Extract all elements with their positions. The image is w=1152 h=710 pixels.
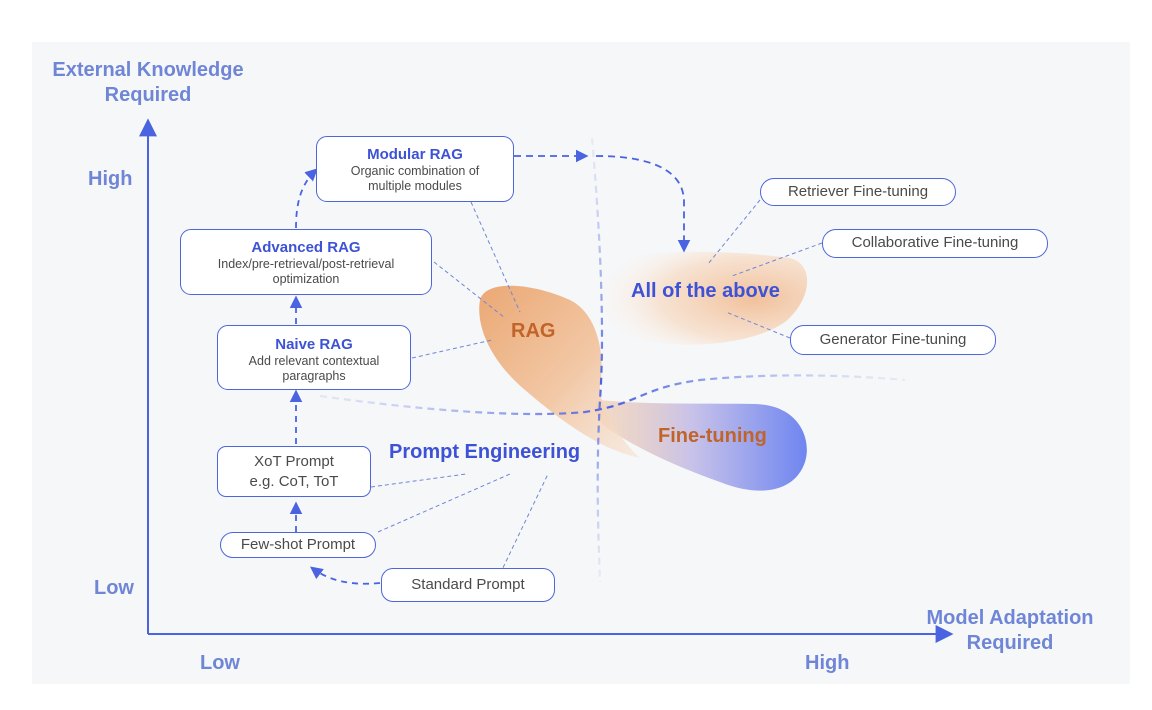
modular-rag-desc-line1: Organic combination of xyxy=(350,164,480,178)
standard-prompt-box: Standard Prompt xyxy=(381,568,555,602)
advanced-rag-desc-line1: Index/pre-retrieval/post-retrieval xyxy=(217,257,395,271)
naive-rag-desc-line2: paragraphs xyxy=(282,369,346,383)
collaborative-fine-tuning-box: Collaborative Fine-tuning xyxy=(822,229,1048,258)
fine-tuning-blob xyxy=(594,400,807,491)
arrow-advanced-to-modular xyxy=(295,168,318,229)
modular-rag-title: Modular RAG xyxy=(367,146,463,163)
x-axis-high-label: High xyxy=(805,652,850,674)
axes xyxy=(139,118,954,643)
naive-rag-title: Naive RAG xyxy=(275,336,353,353)
rag-region-label: RAG xyxy=(511,320,556,342)
prompt-engineering-label: Prompt Engineering xyxy=(389,441,581,463)
x-axis-low-label: Low xyxy=(200,652,240,674)
xot-prompt-line1: XoT Prompt xyxy=(254,453,334,470)
x-axis-title-line1: Model Adaptation xyxy=(926,607,1094,629)
all-of-the-above-blob xyxy=(596,251,808,345)
arrow-standard-to-fewshot xyxy=(309,566,381,585)
generator-fine-tuning-box: Generator Fine-tuning xyxy=(790,325,996,355)
x-axis-title: Model Adaptation Required xyxy=(910,606,1110,656)
naive-rag-desc-line1: Add relevant contextual xyxy=(248,354,380,368)
naive-rag-box: Naive RAG Add relevant contextual paragr… xyxy=(217,325,411,390)
y-axis-low-label: Low xyxy=(94,577,134,599)
x-axis-title-line2: Required xyxy=(966,632,1054,654)
fine-tuning-region-label: Fine-tuning xyxy=(658,425,767,447)
advanced-rag-box: Advanced RAG Index/pre-retrieval/post-re… xyxy=(180,229,432,295)
connector-lines xyxy=(370,199,823,575)
all-of-the-above-label: All of the above xyxy=(631,280,780,302)
y-axis-title-line2: Required xyxy=(104,84,192,106)
few-shot-prompt-box: Few-shot Prompt xyxy=(220,532,376,558)
modular-rag-box: Modular RAG Organic combination of multi… xyxy=(316,136,514,202)
arrow-to-all-above xyxy=(595,155,691,253)
xot-prompt-box: XoT Prompt e.g. CoT, ToT xyxy=(217,446,371,497)
modular-rag-desc-line2: multiple modules xyxy=(368,179,462,193)
advanced-rag-title: Advanced RAG xyxy=(251,239,361,256)
retriever-fine-tuning-box: Retriever Fine-tuning xyxy=(760,178,956,206)
y-axis-title-line1: External Knowledge xyxy=(52,59,244,81)
y-axis-high-label: High xyxy=(88,168,133,190)
xot-prompt-line2: e.g. CoT, ToT xyxy=(249,473,339,490)
divider-horizontal xyxy=(319,374,906,416)
advanced-rag-desc-line2: optimization xyxy=(272,272,340,286)
divider-vertical xyxy=(590,137,604,583)
y-axis-title: External Knowledge Required xyxy=(40,58,256,108)
